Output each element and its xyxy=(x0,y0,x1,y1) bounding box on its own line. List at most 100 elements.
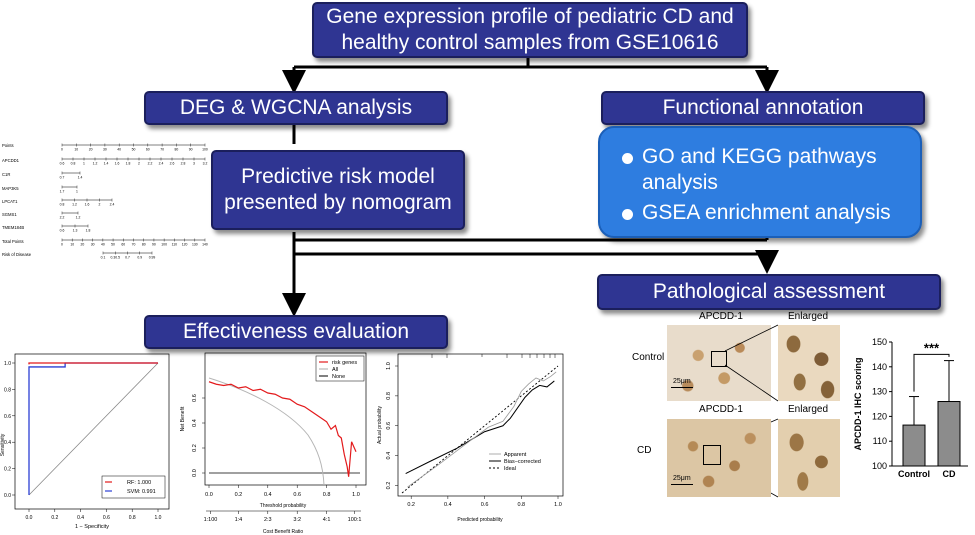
nomo-tick-label: 100 xyxy=(202,148,208,152)
nomo-label: APCDD1 xyxy=(2,158,20,163)
nomo-tick-label: 140 xyxy=(202,243,208,247)
nomo-tick-label: 50 xyxy=(111,243,115,247)
dca-ratio-tick: 3:2 xyxy=(293,517,301,523)
nomo-tick-label: 0.6 xyxy=(60,229,65,233)
nomo-tick-label: 1.6 xyxy=(115,162,120,166)
dca-y-tick: 0.2 xyxy=(192,444,198,452)
ihc-y-tick-label: 110 xyxy=(873,436,887,446)
dca-legend-none: None xyxy=(332,374,345,380)
cal-y-tick: 0.8 xyxy=(386,392,392,400)
functional-item: GO and KEGG pathways analysis xyxy=(600,144,920,196)
cd-enlarged xyxy=(778,419,840,497)
ihc-significance: *** xyxy=(924,340,940,355)
roc-x-tick: 0.4 xyxy=(77,515,84,521)
nomo-tick-label: 40 xyxy=(117,148,121,152)
nomo-tick-label: 0.99 xyxy=(149,256,156,260)
cal-y-tick: 1.0 xyxy=(386,362,392,370)
pathology-col-label: APCDD-1 xyxy=(699,311,743,322)
nomo-tick-label: 100 xyxy=(161,243,167,247)
nomo-tick-label: 3 xyxy=(193,162,195,166)
effectiveness-box: Effectiveness evaluation xyxy=(144,315,448,349)
deg-wgcna-text: DEG & WGCNA analysis xyxy=(179,96,413,119)
nomo-tick-label: 20 xyxy=(89,148,93,152)
nomo-label: C1R xyxy=(2,172,10,177)
dca-x-tick: 1.0 xyxy=(352,492,360,498)
roc-y-tick: 0.8 xyxy=(4,387,11,393)
nomo-tick-label: 60 xyxy=(121,243,125,247)
nomo-tick-label: 10 xyxy=(74,148,78,152)
functional-item: GSEA enrichment analysis xyxy=(600,200,920,226)
nomo-tick-label: 2.8 xyxy=(181,162,186,166)
nomo-tick-label: 0 xyxy=(61,243,63,247)
gene-expression-text: Gene expression profile of pediatric CD … xyxy=(326,5,734,54)
nomo-tick-label: 0.7 xyxy=(125,256,130,260)
dca-legend-all: All xyxy=(332,367,338,373)
nomo-tick-label: 0.7 xyxy=(60,176,65,180)
nomo-tick-label: 2.4 xyxy=(110,203,115,207)
pathology-text: Pathological assessment xyxy=(652,280,886,303)
functional-annotation-box: Functional annotation xyxy=(601,91,925,125)
functional-annotation-text: Functional annotation xyxy=(662,96,864,119)
nomo-tick-label: 70 xyxy=(160,148,164,152)
scale-bar xyxy=(671,484,693,485)
nomo-tick-label: 2.4 xyxy=(159,162,164,166)
ihc-x-label: Control xyxy=(898,469,930,479)
cal-y-tick: 0.4 xyxy=(386,452,392,460)
roc-xlabel: 1 − Specificity xyxy=(75,524,109,530)
roc-legend-rf: RF: 1.000 xyxy=(127,480,151,486)
nomo-label: TMEM184B xyxy=(2,225,24,230)
bullet-icon xyxy=(622,209,633,220)
nomo-tick-label: 0.9 xyxy=(137,256,142,260)
roc-legend-svm: SVM: 0.991 xyxy=(127,489,156,495)
nomo-tick-label: 0.30.5 xyxy=(111,256,121,260)
zoom-region xyxy=(703,445,721,465)
nomo-tick-label: 3.2 xyxy=(203,162,208,166)
nomo-tick-label: 1.2 xyxy=(72,203,77,207)
dca-x-tick: 0.4 xyxy=(264,492,272,498)
gene-expression-box: Gene expression profile of pediatric CD … xyxy=(312,2,748,58)
deg-wgcna-box: DEG & WGCNA analysis xyxy=(144,91,448,125)
dca-y-tick: 0.4 xyxy=(192,419,198,427)
control-micrograph: 25μm xyxy=(667,325,771,401)
risk-model-text: Predictive risk model presented by nomog… xyxy=(224,165,452,214)
roc-y-tick: 0.4 xyxy=(4,440,11,446)
nomo-tick-label: 120 xyxy=(182,243,188,247)
nomo-tick-label: 0.1 xyxy=(101,256,106,260)
cal-legend-bias: Bias−corrected xyxy=(504,459,541,465)
nomo-tick-label: 2.6 xyxy=(170,162,175,166)
nomo-tick-label: 1.8 xyxy=(86,229,91,233)
nomo-tick-label: 1 xyxy=(83,162,85,166)
nomo-tick-label: 1 xyxy=(76,190,78,194)
roc-legend xyxy=(101,475,166,499)
nomo-tick-label: 1.3 xyxy=(73,229,78,233)
cd-micrograph: 25μm xyxy=(667,419,771,497)
nomo-label: SGMS1 xyxy=(2,212,17,217)
nomo-tick-label: 110 xyxy=(172,243,178,247)
nomo-tick-label: 1.4 xyxy=(104,162,109,166)
dca-x-tick: 0.0 xyxy=(205,492,213,498)
nomo-tick-label: 1.2 xyxy=(76,216,81,220)
roc-x-tick: 0.6 xyxy=(103,515,110,521)
cal-x-tick: 1.0 xyxy=(554,502,562,508)
nomo-tick-label: 1.6 xyxy=(85,203,90,207)
scale-label: 25μm xyxy=(673,378,691,385)
dca-y-tick: 0.6 xyxy=(192,394,198,402)
cal-apparent-line xyxy=(407,371,557,488)
roc-x-tick: 0.8 xyxy=(129,515,136,521)
nomo-tick-label: 70 xyxy=(132,243,136,247)
dca-ratio-tick: 4:1 xyxy=(323,517,331,523)
roc-y-tick: 0.2 xyxy=(4,467,11,473)
pathology-row-label: Control xyxy=(632,352,665,363)
nomo-label: LPCAT1 xyxy=(2,199,18,204)
nomo-label: MAP3K5 xyxy=(2,186,19,191)
bullet-icon xyxy=(622,153,633,164)
ihc-y-tick-label: 100 xyxy=(872,461,887,471)
roc-x-tick: 1.0 xyxy=(155,515,162,521)
dca-x-tick: 0.6 xyxy=(293,492,301,498)
cal-legend-apparent: Apparent xyxy=(504,452,527,458)
roc-y-tick: 1.0 xyxy=(4,361,11,367)
functional-item-text: GO and KEGG pathways analysis xyxy=(642,145,877,194)
cal-legend-ideal: Ideal xyxy=(504,466,516,472)
